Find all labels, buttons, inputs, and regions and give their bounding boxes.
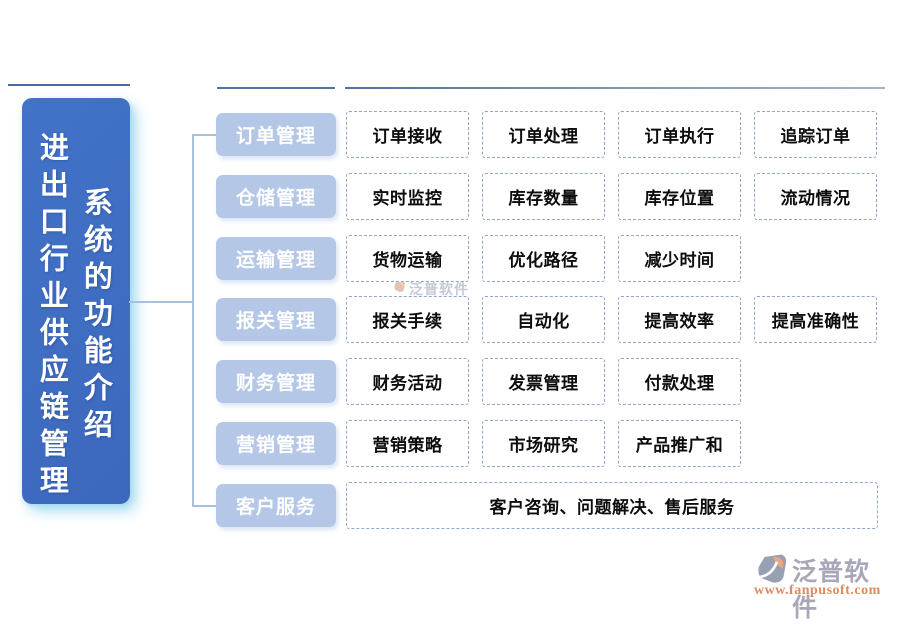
connector-stub-top	[192, 134, 217, 136]
category-button: 运输管理	[216, 236, 336, 280]
category-button: 订单管理	[216, 113, 336, 156]
function-row: 客户服务客户咨询、问题解决、售后服务	[216, 481, 900, 529]
feature-box-group: 实时监控库存数量库存位置流动情况	[346, 172, 877, 220]
top-rule-left	[8, 84, 130, 86]
feature-box: 自动化	[482, 296, 605, 344]
feature-box: 减少时间	[618, 234, 741, 282]
connector-trunk-line	[129, 301, 192, 303]
feature-box-group: 财务活动发票管理付款处理	[346, 358, 741, 406]
feature-box: 客户咨询、问题解决、售后服务	[346, 481, 878, 529]
top-rule-middle	[217, 87, 335, 89]
function-row: 运输管理货物运输优化路径减少时间	[216, 234, 900, 282]
feature-box: 提高效率	[618, 296, 741, 344]
feature-box: 优化路径	[482, 234, 605, 282]
feature-box: 库存位置	[618, 172, 741, 220]
feature-box: 市场研究	[482, 420, 605, 467]
feature-box: 发票管理	[482, 358, 605, 406]
function-rows: 订单管理订单接收订单处理订单执行追踪订单仓储管理实时监控库存数量库存位置流动情况…	[216, 0, 900, 600]
top-rule-right	[345, 87, 885, 89]
feature-box: 订单执行	[618, 111, 741, 158]
feature-box-group: 营销策略市场研究产品推广和	[346, 420, 741, 467]
feature-box: 提高准确性	[754, 296, 877, 344]
feature-box: 库存数量	[482, 172, 605, 220]
supply-chain-diagram: 进出口行业供应链管理 系统的功能介绍 泛普软件 订单管理订单接收订单处理订单执行…	[8, 0, 900, 622]
feature-box: 付款处理	[618, 358, 741, 406]
feature-box: 货物运输	[346, 234, 469, 282]
feature-box-group: 报关手续自动化提高效率提高准确性	[346, 296, 877, 344]
function-row: 报关管理报关手续自动化提高效率提高准确性	[216, 296, 900, 344]
category-button: 报关管理	[216, 298, 336, 342]
category-button: 仓储管理	[216, 174, 336, 218]
connector-stub-bottom	[192, 505, 217, 507]
function-row: 订单管理订单接收订单处理订单执行追踪订单	[216, 111, 900, 158]
feature-box: 实时监控	[346, 172, 469, 220]
category-button: 客户服务	[216, 483, 336, 527]
feature-box-group: 客户咨询、问题解决、售后服务	[346, 481, 878, 529]
feature-box: 报关手续	[346, 296, 469, 344]
feature-box: 流动情况	[754, 172, 877, 220]
feature-box: 追踪订单	[754, 111, 877, 158]
title-column-1: 进出口行业供应链管理	[35, 132, 68, 502]
feature-box: 订单接收	[346, 111, 469, 158]
category-button: 财务管理	[216, 360, 336, 404]
fanpu-logo-icon	[755, 552, 789, 585]
footer-brand: 泛普软件 www.fanpusoft.com	[752, 549, 892, 622]
function-row: 财务管理财务活动发票管理付款处理	[216, 358, 900, 406]
feature-box-group: 订单接收订单处理订单执行追踪订单	[346, 111, 877, 158]
connector-vertical-line	[192, 134, 194, 506]
title-panel: 进出口行业供应链管理 系统的功能介绍	[22, 98, 130, 504]
function-row: 营销管理营销策略市场研究产品推广和	[216, 420, 900, 467]
category-button: 营销管理	[216, 422, 336, 465]
function-row: 仓储管理实时监控库存数量库存位置流动情况	[216, 172, 900, 220]
feature-box: 财务活动	[346, 358, 469, 406]
title-column-2: 系统的功能介绍	[79, 187, 112, 446]
feature-box-group: 货物运输优化路径减少时间	[346, 234, 741, 282]
brand-url: www.fanpusoft.com	[754, 583, 881, 598]
feature-box: 营销策略	[346, 420, 469, 467]
feature-box: 订单处理	[482, 111, 605, 158]
feature-box: 产品推广和	[618, 420, 741, 467]
